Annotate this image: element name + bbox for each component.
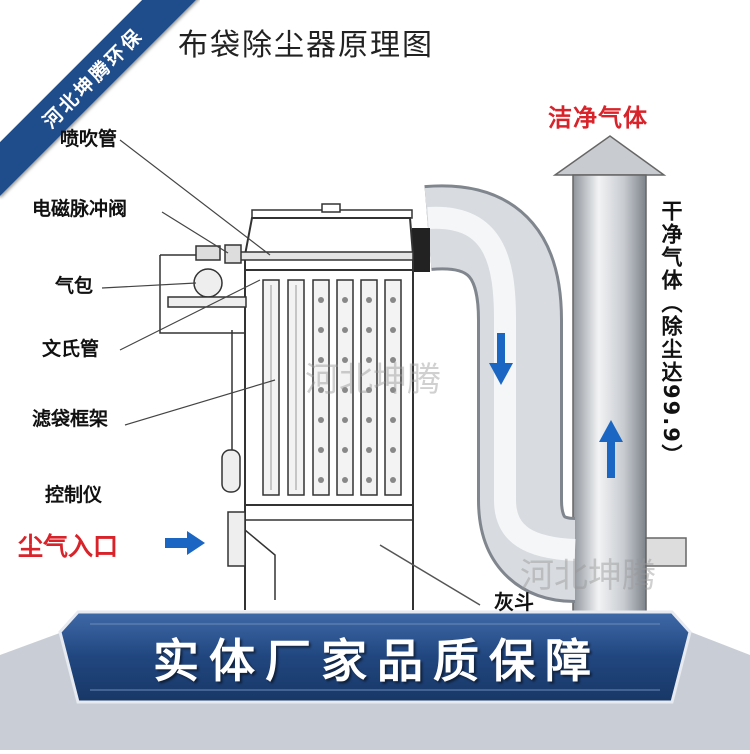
inlet-arrow — [165, 531, 205, 555]
banner-text: 实体厂家品质保障 — [153, 634, 601, 688]
dust-inlet-pipe — [227, 511, 246, 567]
label-clean-gas-vertical: 干净气体（除尘达99.9） — [659, 200, 683, 467]
chimney-cap — [552, 135, 667, 176]
chimney-flange — [645, 537, 687, 567]
corner-ribbon-text: 河北坤腾环保 — [0, 0, 200, 197]
solenoid-valve — [224, 244, 242, 264]
corner-ribbon: 河北坤腾环保 — [0, 0, 200, 200]
blow-pipe — [237, 251, 414, 261]
label-bag-frame: 滤袋框架 — [32, 408, 109, 430]
controller — [221, 449, 241, 493]
air-bag — [193, 268, 223, 298]
label-solenoid-valve: 电磁脉冲阀 — [32, 198, 128, 220]
leader-lines — [101, 139, 276, 426]
watermark: 河北坤腾 — [305, 360, 441, 400]
down-arrow — [489, 333, 513, 385]
label-dust-inlet: 尘气入口 — [18, 532, 119, 561]
watermark: 河北坤腾 — [520, 556, 656, 596]
up-arrow — [599, 420, 623, 478]
top-lid — [244, 217, 414, 256]
duct-flange — [412, 228, 430, 272]
label-controller: 控制仪 — [45, 484, 103, 506]
label-venturi: 文氏管 — [42, 338, 100, 360]
chimney — [572, 174, 647, 616]
diagram-title: 布袋除尘器原理图 — [178, 28, 434, 63]
label-clean-gas: 洁净气体 — [548, 104, 648, 132]
label-ash-hopper: 灰斗 — [494, 590, 534, 614]
label-blow-pipe: 喷吹管 — [60, 128, 118, 150]
label-air-bag: 气包 — [55, 275, 94, 297]
